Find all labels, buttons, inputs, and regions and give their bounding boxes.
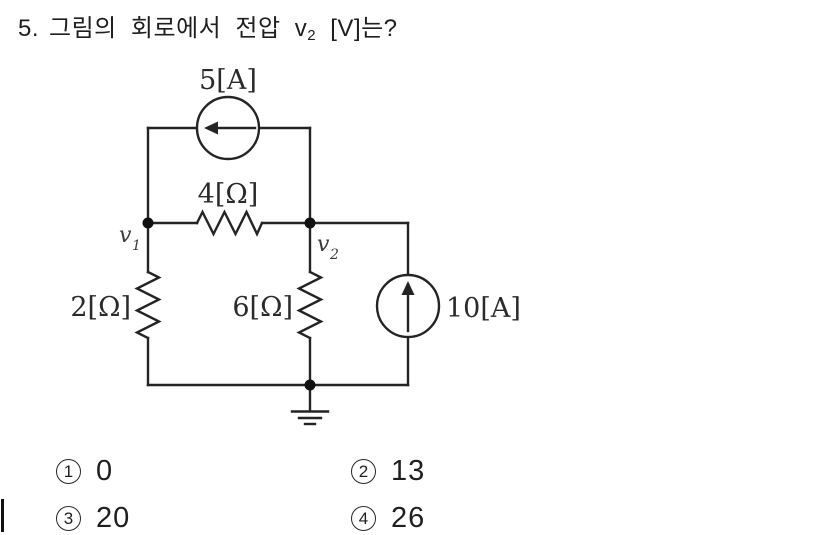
- label-resistor-top: 4[Ω]: [198, 179, 259, 210]
- choice-4-value: 26: [391, 502, 426, 534]
- current-source-top-arrowhead-left: [204, 121, 218, 135]
- node-ground-dot: [304, 379, 316, 391]
- choice-4[interactable]: 4 26: [351, 502, 425, 535]
- choice-1-value: 0: [96, 455, 114, 487]
- label-current-source-right: 10[A]: [446, 293, 521, 324]
- label-node-v2: v: [317, 232, 330, 257]
- question-text-after: [V]는?: [316, 15, 398, 42]
- label-node-v1-sub: 1: [132, 238, 141, 254]
- choice-2[interactable]: 2 13: [351, 455, 425, 488]
- choice-2-marker: 2: [351, 459, 376, 484]
- choice-3[interactable]: 3 20: [56, 502, 130, 535]
- label-node-v1: v: [119, 223, 132, 248]
- node-v1-dot: [142, 217, 154, 229]
- page-edge-mark: [1, 499, 4, 532]
- question-title: 5. 그림의 회로에서 전압 v2 [V]는?: [18, 8, 398, 44]
- current-source-right-arrowhead-up: [401, 281, 415, 295]
- label-resistor-left: 2[Ω]: [70, 292, 131, 323]
- question-text-subscript: 2: [307, 27, 317, 44]
- choice-1[interactable]: 1 0: [56, 455, 113, 488]
- node-v2-dot: [304, 217, 316, 229]
- choice-4-marker: 4: [351, 506, 376, 531]
- label-current-source-top: 5[A]: [199, 65, 257, 96]
- choice-3-marker: 3: [56, 506, 81, 531]
- choice-3-value: 20: [96, 502, 131, 534]
- question-number: 5.: [18, 15, 40, 42]
- label-resistor-middle: 6[Ω]: [232, 292, 293, 323]
- choice-1-marker: 1: [56, 459, 81, 484]
- choice-2-value: 13: [391, 455, 426, 487]
- resistor-left-zigzag: [134, 270, 162, 340]
- resistor-middle-zigzag: [296, 270, 324, 340]
- label-node-v2-sub: 2: [329, 247, 339, 263]
- resistor-top-zigzag: [195, 209, 264, 237]
- question-text: 그림의 회로에서 전압 v: [49, 15, 308, 42]
